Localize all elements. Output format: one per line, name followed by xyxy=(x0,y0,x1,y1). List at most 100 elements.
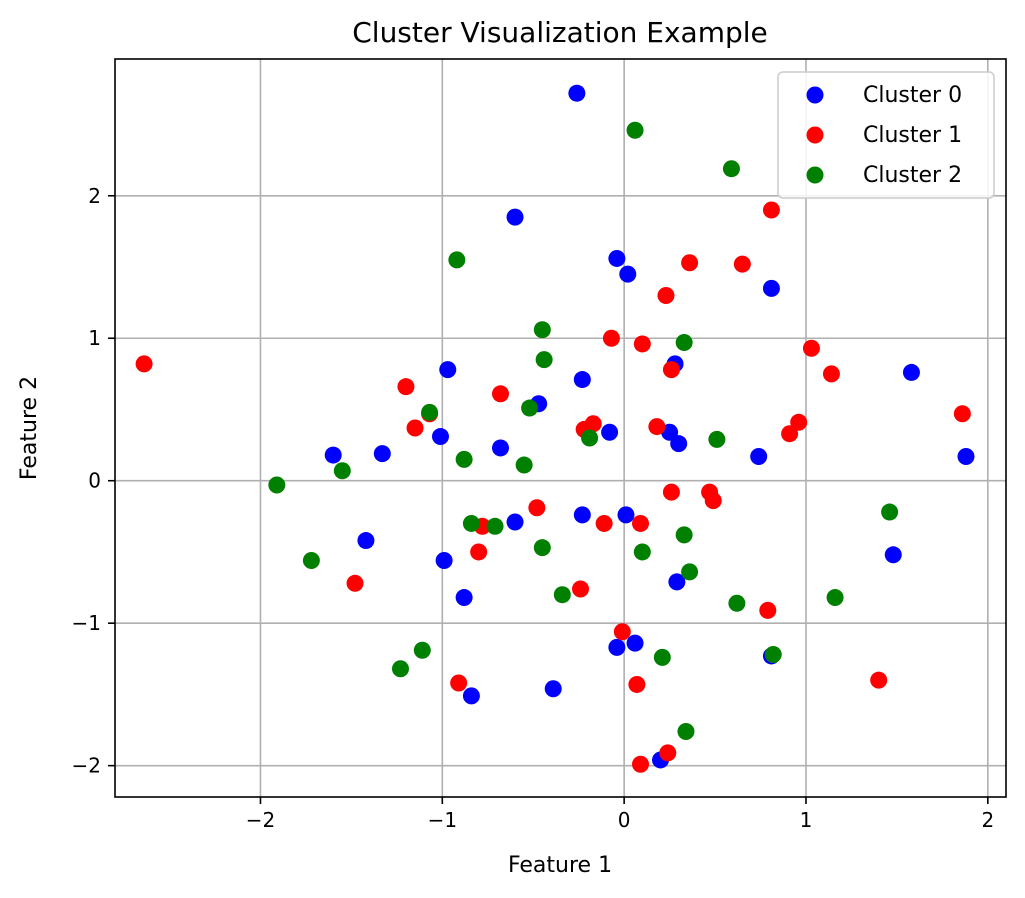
data-point xyxy=(450,674,468,692)
y-tick-label: 2 xyxy=(88,184,101,208)
data-point xyxy=(572,580,590,598)
y-tick-label: 1 xyxy=(88,326,101,350)
data-point xyxy=(662,483,680,501)
series-cluster-1 xyxy=(135,201,971,773)
data-point xyxy=(613,623,631,641)
y-tick-label: −1 xyxy=(72,611,101,635)
data-point xyxy=(675,334,693,352)
data-point xyxy=(535,351,553,369)
data-point xyxy=(357,532,375,550)
data-point xyxy=(661,423,679,441)
chart-title: Cluster Visualization Example xyxy=(352,16,768,49)
data-point xyxy=(391,660,409,678)
data-point xyxy=(802,339,820,357)
legend: Cluster 0 Cluster 1 Cluster 2 xyxy=(777,71,995,199)
data-point xyxy=(462,514,480,532)
legend-marker xyxy=(806,166,824,184)
data-point xyxy=(462,687,480,705)
data-point xyxy=(573,506,591,524)
data-point xyxy=(884,546,902,564)
data-point xyxy=(470,543,488,561)
data-point xyxy=(506,208,524,226)
data-point xyxy=(677,722,695,740)
data-point xyxy=(595,514,613,532)
data-point xyxy=(406,419,424,437)
y-tick-label: 0 xyxy=(88,469,101,493)
data-points xyxy=(135,84,975,773)
data-point xyxy=(506,513,524,531)
data-point xyxy=(333,462,351,480)
data-point xyxy=(413,641,431,659)
data-point xyxy=(681,254,699,272)
legend-label: Cluster 2 xyxy=(863,163,962,188)
data-point xyxy=(602,329,620,347)
data-point xyxy=(628,675,646,693)
data-point xyxy=(491,385,509,403)
legend-label: Cluster 1 xyxy=(863,123,962,148)
data-point xyxy=(675,526,693,544)
data-point xyxy=(632,514,650,532)
data-point xyxy=(759,601,777,619)
data-point xyxy=(521,399,539,417)
x-tick-label: 1 xyxy=(800,808,813,832)
data-point xyxy=(373,445,391,463)
data-point xyxy=(581,429,599,447)
data-point xyxy=(268,476,286,494)
data-point xyxy=(439,361,457,379)
data-point xyxy=(544,680,562,698)
data-point xyxy=(608,638,626,656)
data-point xyxy=(633,335,651,353)
x-tick-label: 0 xyxy=(618,808,631,832)
data-point xyxy=(617,506,635,524)
data-point xyxy=(515,456,533,474)
data-point xyxy=(762,201,780,219)
data-point xyxy=(750,447,768,465)
data-point xyxy=(553,586,571,604)
data-point xyxy=(633,543,651,561)
data-point xyxy=(668,573,686,591)
data-point xyxy=(626,121,644,139)
data-point xyxy=(626,634,644,652)
x-tick-label: −1 xyxy=(428,808,457,832)
data-point xyxy=(870,671,888,689)
plot-frame xyxy=(114,58,1007,798)
data-point xyxy=(302,551,320,569)
data-point xyxy=(455,589,473,607)
data-point xyxy=(397,378,415,396)
y-axis-label: Feature 2 xyxy=(17,376,42,480)
data-point xyxy=(324,446,342,464)
data-point xyxy=(653,648,671,666)
data-point xyxy=(708,430,726,448)
data-point xyxy=(957,447,975,465)
data-point xyxy=(528,499,546,517)
data-point xyxy=(662,361,680,379)
data-point xyxy=(902,363,920,381)
data-point xyxy=(762,279,780,297)
data-point xyxy=(632,755,650,773)
data-point xyxy=(533,539,551,557)
data-point xyxy=(953,405,971,423)
data-point xyxy=(455,450,473,468)
data-point xyxy=(346,574,364,592)
data-point xyxy=(826,589,844,607)
data-point xyxy=(722,160,740,178)
data-point xyxy=(421,403,439,421)
data-point xyxy=(533,321,551,339)
data-point xyxy=(486,517,504,535)
legend-label: Cluster 0 xyxy=(863,83,962,108)
data-point xyxy=(491,439,509,457)
data-point xyxy=(431,428,449,446)
x-tick-label: 2 xyxy=(981,808,994,832)
data-point xyxy=(764,646,782,664)
data-point xyxy=(790,413,808,431)
data-point xyxy=(659,744,677,762)
legend-box xyxy=(777,71,995,199)
data-point xyxy=(733,255,751,273)
data-point xyxy=(573,371,591,389)
y-tick-label: −2 xyxy=(72,754,101,778)
data-point xyxy=(781,425,799,443)
data-point xyxy=(670,435,688,453)
series-cluster-2 xyxy=(268,121,899,740)
